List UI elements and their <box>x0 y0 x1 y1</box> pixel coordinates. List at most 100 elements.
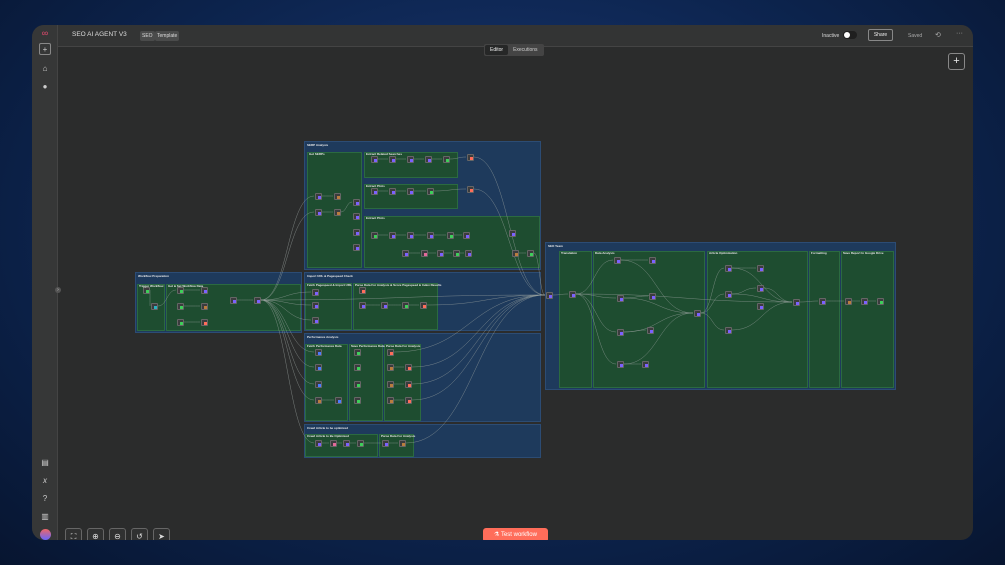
workflow-node[interactable] <box>725 291 732 298</box>
workflow-node[interactable] <box>371 232 378 239</box>
workflow-node[interactable] <box>371 188 378 195</box>
select-tool-button[interactable]: ➤ <box>153 528 170 540</box>
workflow-node[interactable] <box>254 297 261 304</box>
workflow-node[interactable] <box>443 156 450 163</box>
workflow-node[interactable] <box>407 232 414 239</box>
workflow-node[interactable] <box>725 327 732 334</box>
workflow-node[interactable] <box>405 364 412 371</box>
workflow-node[interactable] <box>177 287 184 294</box>
workflow-node[interactable] <box>334 193 341 200</box>
workflow-node[interactable] <box>357 440 364 447</box>
subgroup[interactable] <box>379 434 414 457</box>
reset-zoom-button[interactable]: ↺ <box>131 528 148 540</box>
workflow-node[interactable] <box>405 381 412 388</box>
workflow-node[interactable] <box>359 302 366 309</box>
workflow-node[interactable] <box>427 188 434 195</box>
workflow-node[interactable] <box>315 209 322 216</box>
subgroup[interactable] <box>707 251 808 388</box>
workflow-node[interactable] <box>614 257 621 264</box>
zoom-in-button[interactable]: ⊕ <box>87 528 104 540</box>
workflow-node[interactable] <box>359 287 366 294</box>
workflow-node[interactable] <box>421 250 428 257</box>
active-toggle[interactable] <box>843 31 857 39</box>
workflow-node[interactable] <box>425 156 432 163</box>
workflow-node[interactable] <box>877 298 884 305</box>
workflow-node[interactable] <box>617 329 624 336</box>
workflow-node[interactable] <box>453 250 460 257</box>
workflow-title[interactable]: SEO AI AGENT V3 <box>72 31 127 38</box>
workflow-node[interactable] <box>617 295 624 302</box>
workflow-node[interactable] <box>371 156 378 163</box>
workflow-node[interactable] <box>387 397 394 404</box>
subgroup[interactable] <box>364 152 458 178</box>
workflow-node[interactable] <box>467 154 474 161</box>
workflow-node[interactable] <box>312 289 319 296</box>
subgroup[interactable] <box>809 251 840 388</box>
subgroup[interactable] <box>841 251 894 388</box>
workflow-node[interactable] <box>420 302 427 309</box>
add-icon[interactable]: + <box>39 43 51 55</box>
workflow-node[interactable] <box>353 244 360 251</box>
workflow-node[interactable] <box>427 232 434 239</box>
workflow-node[interactable] <box>819 298 826 305</box>
workflow-node[interactable] <box>861 298 868 305</box>
workflow-node[interactable] <box>315 349 322 356</box>
workflow-node[interactable] <box>527 250 534 257</box>
workflow-node[interactable] <box>201 319 208 326</box>
workflow-node[interactable] <box>315 440 322 447</box>
whats-new-icon[interactable]: ▥ <box>41 512 49 521</box>
home-icon[interactable]: ⌂ <box>42 64 48 73</box>
workflow-node[interactable] <box>387 381 394 388</box>
subgroup[interactable] <box>166 284 301 331</box>
share-button[interactable]: Share <box>868 29 893 41</box>
workflow-node[interactable] <box>694 310 701 317</box>
subgroup[interactable] <box>559 251 592 388</box>
subgroup[interactable] <box>305 434 378 457</box>
workflow-node[interactable] <box>230 297 237 304</box>
workflow-node[interactable] <box>725 265 732 272</box>
subgroup[interactable] <box>305 344 348 421</box>
workflow-node[interactable] <box>465 250 472 257</box>
variables-icon[interactable]: x <box>43 476 47 485</box>
workflow-node[interactable] <box>177 303 184 310</box>
workflow-node[interactable] <box>353 229 360 236</box>
workflow-node[interactable] <box>402 302 409 309</box>
workflow-node[interactable] <box>389 232 396 239</box>
avatar[interactable] <box>40 529 51 540</box>
workflow-node[interactable] <box>447 232 454 239</box>
workflow-node[interactable] <box>382 440 389 447</box>
user-icon[interactable]: ● <box>42 82 48 91</box>
workflow-node[interactable] <box>649 293 656 300</box>
workflow-node[interactable] <box>312 302 319 309</box>
history-icon[interactable]: ⟲ <box>935 32 941 39</box>
workflow-node[interactable] <box>389 156 396 163</box>
workflow-node[interactable] <box>315 397 322 404</box>
workflow-node[interactable] <box>793 299 800 306</box>
workflow-node[interactable] <box>757 265 764 272</box>
workflow-node[interactable] <box>467 186 474 193</box>
workflow-node[interactable] <box>757 285 764 292</box>
zoom-out-button[interactable]: ⊖ <box>109 528 126 540</box>
workflow-node[interactable] <box>315 193 322 200</box>
collapse-sidebar-icon[interactable]: › <box>55 287 61 293</box>
workflow-node[interactable] <box>330 440 337 447</box>
workflow-node[interactable] <box>405 397 412 404</box>
workflow-node[interactable] <box>381 302 388 309</box>
subgroup[interactable] <box>593 251 705 388</box>
workflow-node[interactable] <box>407 156 414 163</box>
workflow-node[interactable] <box>315 381 322 388</box>
workflow-node[interactable] <box>353 213 360 220</box>
workflow-node[interactable] <box>387 349 394 356</box>
help-icon[interactable]: ? <box>42 494 48 503</box>
workflow-node[interactable] <box>177 319 184 326</box>
workflow-node[interactable] <box>402 250 409 257</box>
workflow-node[interactable] <box>335 397 342 404</box>
workflow-node[interactable] <box>387 364 394 371</box>
tag-seo[interactable]: SEO <box>140 31 155 41</box>
test-workflow-button[interactable]: ⚗ Test workflow <box>483 528 548 540</box>
add-node-button[interactable]: + <box>948 53 965 70</box>
workflow-node[interactable] <box>354 381 361 388</box>
workflow-node[interactable] <box>546 292 553 299</box>
workflow-node[interactable] <box>143 287 150 294</box>
